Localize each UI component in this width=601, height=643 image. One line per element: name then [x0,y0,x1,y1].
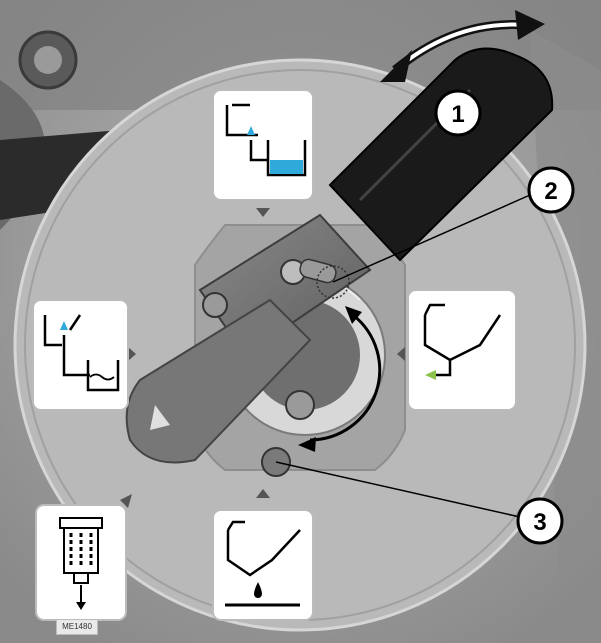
lock-nut [285,390,315,420]
reference-code: ME1480 [56,619,98,635]
pin-highlight [316,265,350,299]
filter-cartridge-icon [35,504,127,621]
tank-drip-icon [212,509,314,621]
callout-3-label: 3 [533,509,546,536]
callout-3: 3 [516,497,564,545]
callout-2-label: 2 [544,178,557,205]
tank-to-basin-icon [32,299,129,411]
lever-plate [125,298,312,464]
rotation-arc [309,313,382,442]
callout-1-label: 1 [451,101,464,128]
callout-2: 2 [527,166,575,214]
callout-1: 1 [434,89,482,137]
tank-drain-arrow-icon [407,289,517,411]
lever-handle [328,47,554,262]
tank-to-tank-transfer-icon [212,89,314,201]
